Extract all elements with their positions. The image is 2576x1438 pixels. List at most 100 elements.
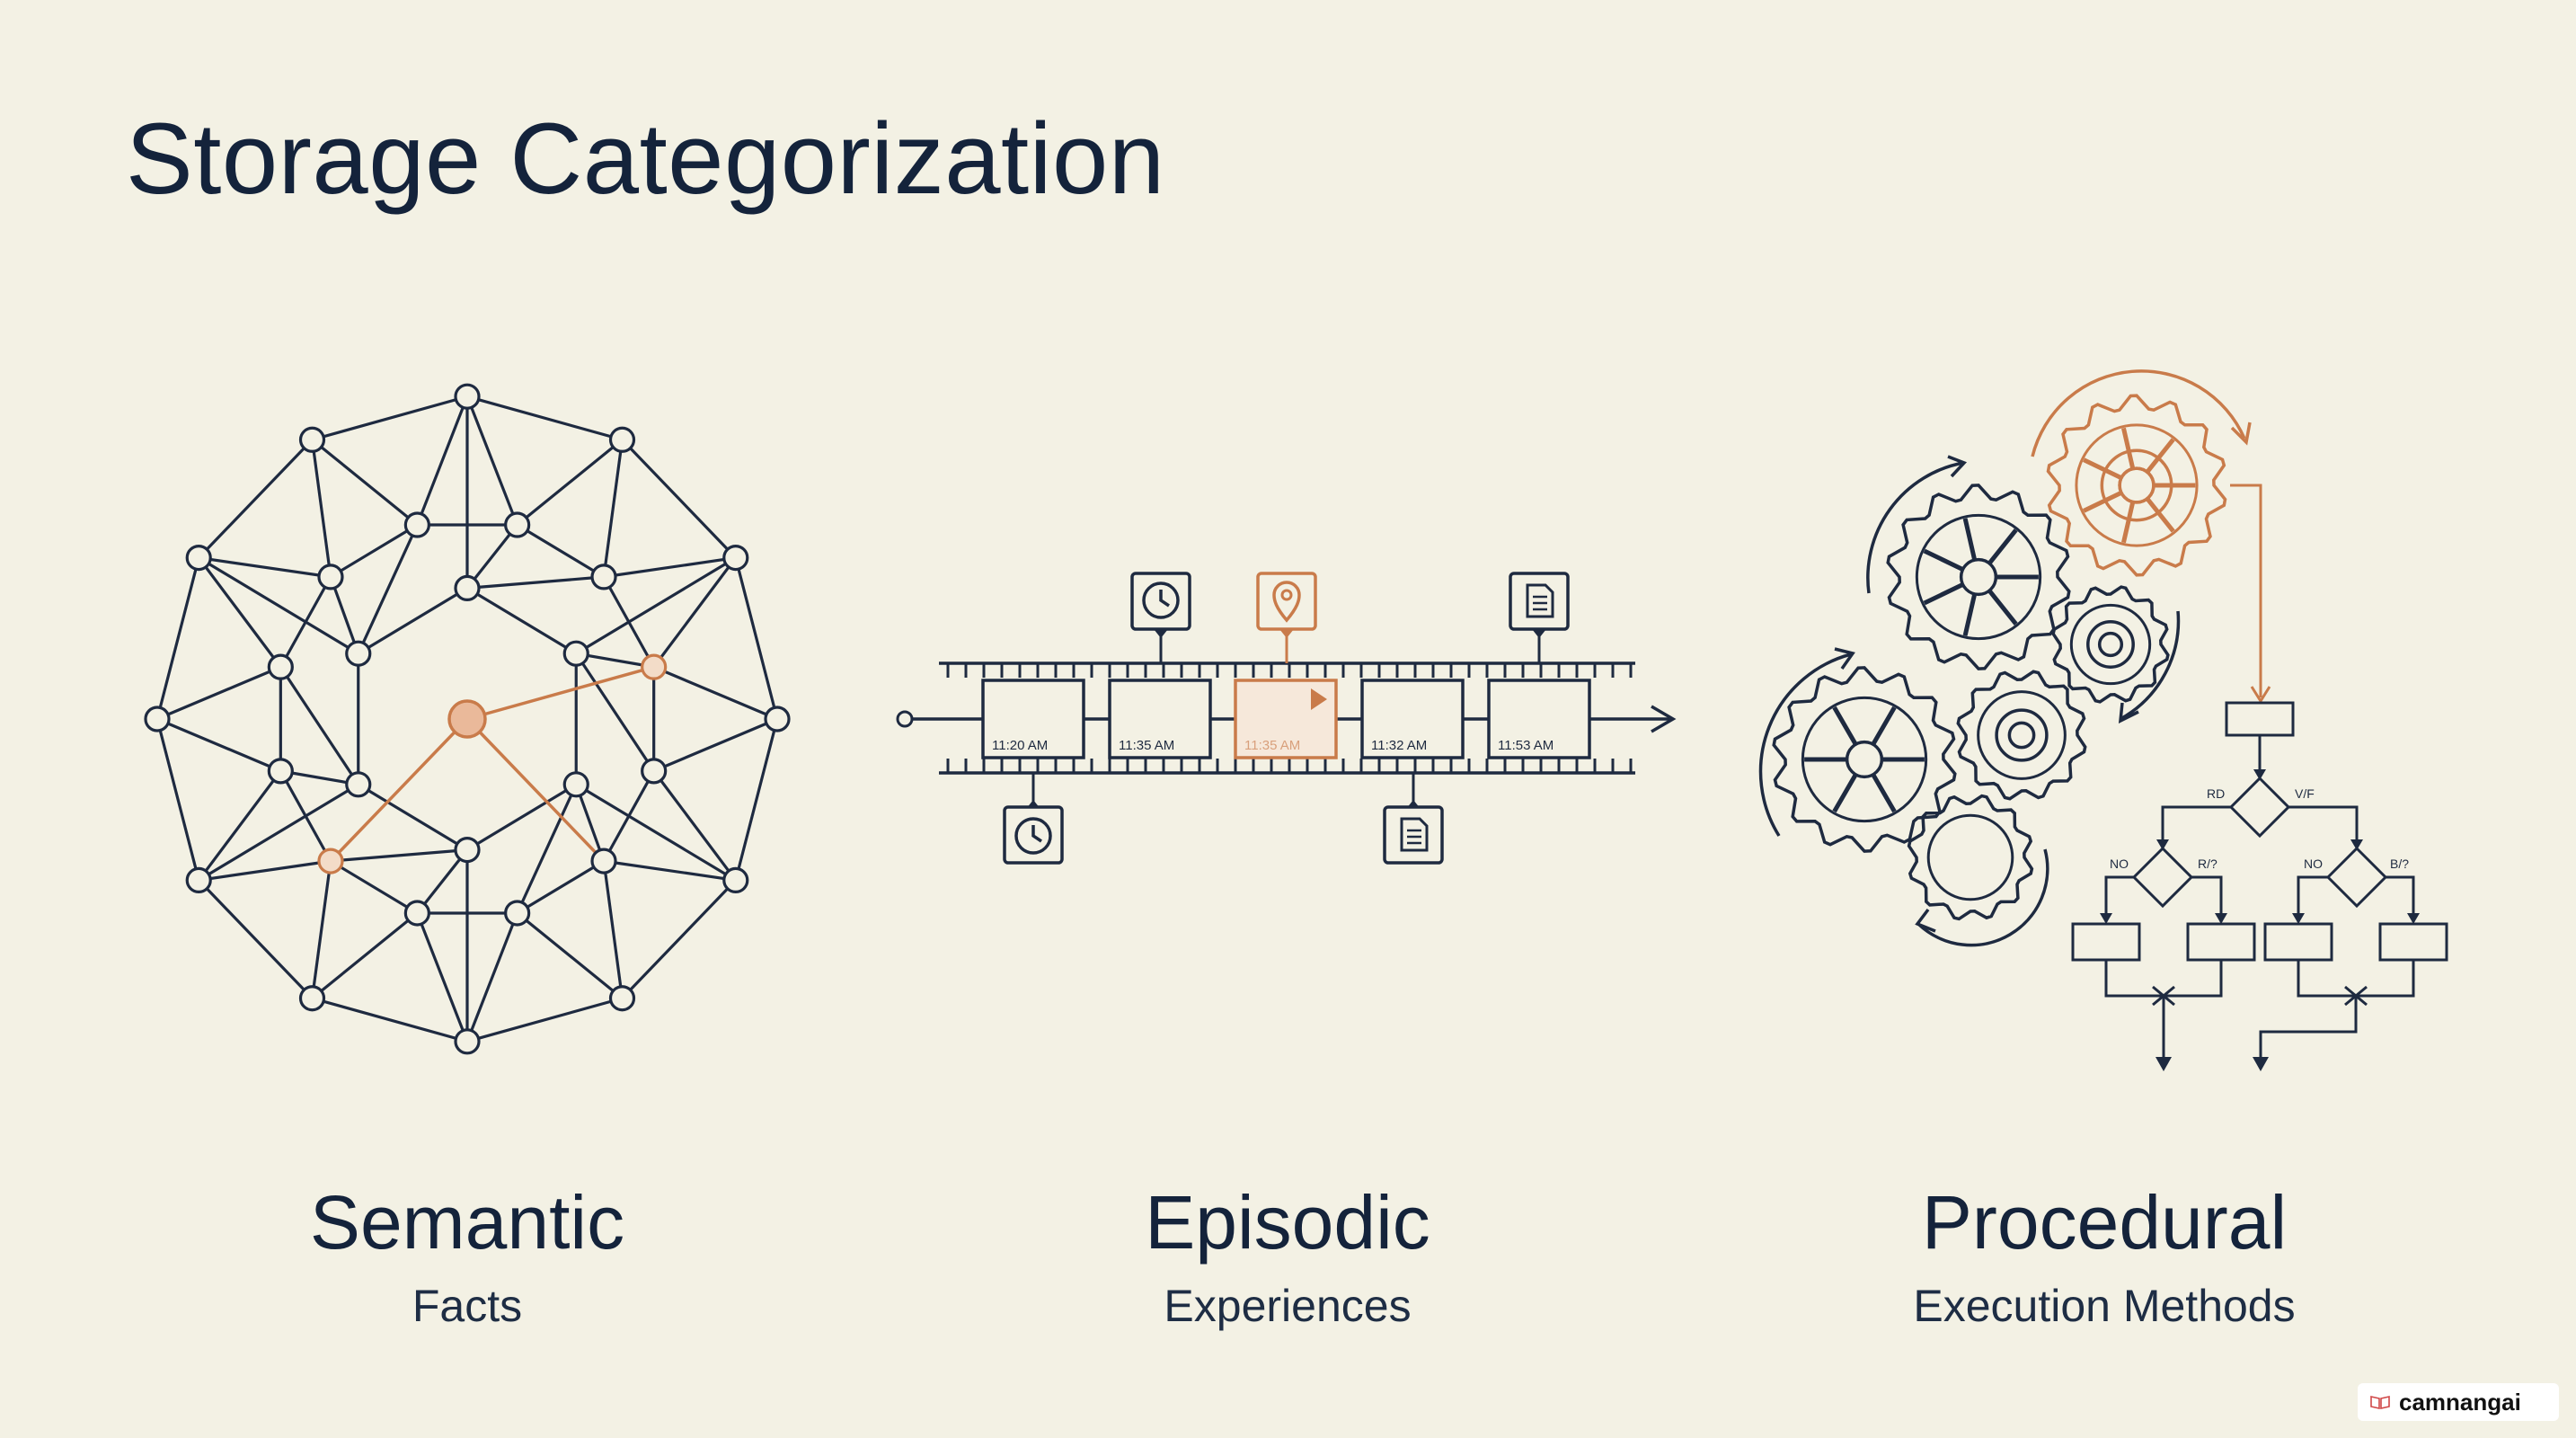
document-icon <box>1400 817 1429 852</box>
network-node <box>454 1028 481 1055</box>
gear-icon <box>1772 666 1957 853</box>
network-edge <box>330 848 468 863</box>
network-edge-highlight <box>465 717 606 863</box>
network-edge-highlight <box>329 717 469 863</box>
network-edge <box>279 666 360 786</box>
flow-label: NO <box>2304 857 2323 871</box>
network-node <box>144 706 171 732</box>
timeline-frame: 11:35 AM <box>1108 679 1212 759</box>
network-edge <box>652 556 738 669</box>
network-node-central <box>447 699 487 739</box>
timeline-frame: 11:35 AM <box>1234 679 1338 759</box>
category-title: Semantic <box>309 1180 625 1265</box>
network-node <box>504 900 531 927</box>
flow-label: B/? <box>2390 857 2409 871</box>
watermark-text: camnangai <box>2399 1388 2521 1416</box>
category-subtitle: Execution Methods <box>1913 1281 2296 1331</box>
network-node <box>317 848 344 874</box>
network-node <box>454 383 481 410</box>
network-edge <box>155 718 200 881</box>
marker-clock-bottom <box>1003 773 1064 865</box>
network-node <box>454 574 481 602</box>
flow-label: RD <box>2207 786 2225 801</box>
network-edge <box>465 912 519 1043</box>
network-edge <box>516 911 624 999</box>
network-edge <box>156 665 281 721</box>
network-edge <box>312 395 468 441</box>
network-node <box>562 771 589 798</box>
marker-location-top <box>1256 572 1317 663</box>
marker-document-top <box>1509 572 1570 663</box>
gear-icon <box>2046 394 2227 577</box>
network-edge <box>357 783 468 851</box>
network-edge <box>603 859 737 882</box>
frame-time-label: 11:35 AM <box>1119 738 1174 753</box>
category-subtitle: Experiences <box>1164 1281 1412 1331</box>
network-edge <box>198 879 314 999</box>
watermark[interactable]: camnangai <box>2358 1383 2559 1421</box>
network-edge <box>516 859 605 915</box>
network-edge <box>466 997 623 1043</box>
network-edge <box>652 769 738 882</box>
network-edge <box>575 652 654 669</box>
network-edge <box>516 439 624 527</box>
network-edge <box>465 395 519 526</box>
timeline-frame: 11:53 AM <box>1487 679 1591 759</box>
network-edge <box>466 395 623 441</box>
network-node <box>722 866 749 894</box>
gear-icon <box>2051 585 2170 704</box>
network-edge <box>198 439 314 559</box>
gears-flowchart-icon: RD V/F NO R/? NO B/? <box>1758 369 2448 1071</box>
marker-clock-top <box>1130 572 1191 663</box>
flow-label: V/F <box>2295 786 2315 801</box>
network-edge <box>198 556 332 579</box>
network-edge <box>280 769 359 786</box>
network-edge <box>155 557 200 720</box>
knowledge-network-icon <box>144 383 791 1055</box>
flow-label: R/? <box>2198 857 2217 871</box>
network-node <box>267 758 294 785</box>
category-episodic: Episodic Experiences <box>883 1185 1692 1328</box>
network-edge <box>621 879 737 999</box>
clock-icon <box>1142 581 1180 619</box>
network-edge <box>416 848 469 914</box>
network-node <box>298 426 326 453</box>
network-edge <box>357 587 468 655</box>
network-node <box>185 866 212 894</box>
network-edge <box>621 439 737 559</box>
category-semantic: Semantic Facts <box>63 1185 872 1328</box>
frame-time-label: 11:32 AM <box>1371 738 1427 753</box>
network-edge <box>330 859 419 915</box>
category-title: Procedural <box>1921 1180 2288 1265</box>
network-node <box>608 426 636 453</box>
network-edge <box>415 395 469 526</box>
network-node <box>317 564 344 590</box>
network-edge <box>415 912 469 1043</box>
network-edge <box>198 556 359 655</box>
network-node <box>267 653 294 680</box>
network-node <box>562 640 589 667</box>
network-edge <box>653 665 778 721</box>
network-node <box>298 985 326 1012</box>
network-node <box>764 706 791 732</box>
network-node <box>504 511 531 538</box>
network-node <box>403 900 430 927</box>
network-edge <box>465 524 518 590</box>
network-edge <box>357 524 419 654</box>
network-edge <box>602 860 624 999</box>
network-node <box>590 564 617 590</box>
network-edge <box>574 784 606 862</box>
network-node <box>641 758 668 785</box>
play-icon <box>1311 688 1327 710</box>
timeline-frame: 11:32 AM <box>1360 679 1465 759</box>
network-edge <box>466 575 605 590</box>
network-edge <box>197 769 282 882</box>
flow-label: NO <box>2110 857 2129 871</box>
network-edge <box>311 439 419 527</box>
marker-document-bottom <box>1383 773 1444 865</box>
network-edge <box>734 557 779 720</box>
network-edge <box>466 587 578 655</box>
category-subtitle: Facts <box>412 1281 523 1331</box>
network-edge-highlight <box>466 665 655 721</box>
